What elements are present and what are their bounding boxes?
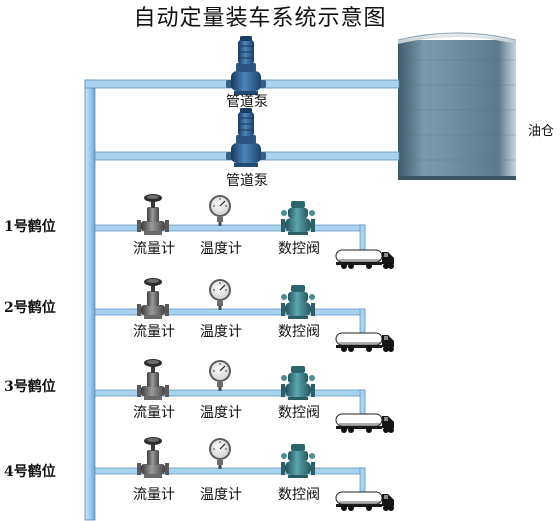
thermometer-label-2: 温度计 (200, 324, 242, 340)
flow-meter-label-3: 流量计 (133, 405, 175, 421)
tanker-truck-icon (335, 332, 395, 353)
flow-meter-icon (137, 359, 169, 400)
pipeline-pump-icon (225, 35, 267, 96)
flow-meter-label-4: 流量计 (133, 487, 175, 503)
control-valve-label-2: 数控阀 (278, 324, 320, 340)
thermometer-icon (208, 437, 232, 470)
pump-label-2: 管道泵 (226, 173, 268, 189)
control-valve-label-4: 数控阀 (278, 487, 320, 503)
tanker-truck-icon (335, 413, 395, 434)
tanker-truck-icon (335, 249, 395, 270)
thermometer-icon (208, 359, 232, 392)
flow-meter-label-2: 流量计 (133, 324, 175, 340)
main-header-pipe (84, 79, 96, 521)
thermometer-icon (208, 278, 232, 311)
tank-label: 油仓 (528, 124, 555, 139)
thermometer-label-1: 温度计 (200, 241, 242, 257)
pump-label-1: 管道泵 (226, 94, 268, 110)
flow-meter-icon (137, 437, 169, 478)
tanker-truck-icon (335, 491, 395, 512)
station-label-4: 4号鹤位 (4, 464, 56, 480)
control-valve-label-1: 数控阀 (278, 241, 320, 257)
diagram-title: 自动定量装车系统示意图 (133, 6, 387, 31)
station-label-3: 3号鹤位 (4, 379, 56, 395)
station-label-2: 2号鹤位 (4, 300, 56, 316)
flow-meter-label-1: 流量计 (133, 241, 175, 257)
thermometer-label-3: 温度计 (200, 405, 242, 421)
pipeline-pump-icon (225, 107, 267, 168)
thermometer-icon (208, 194, 232, 227)
storage-tank-icon (397, 32, 517, 180)
control-valve-label-3: 数控阀 (278, 405, 320, 421)
thermometer-label-4: 温度计 (200, 487, 242, 503)
flow-meter-icon (137, 278, 169, 319)
flow-meter-icon (137, 194, 169, 235)
station-label-1: 1号鹤位 (4, 219, 56, 235)
